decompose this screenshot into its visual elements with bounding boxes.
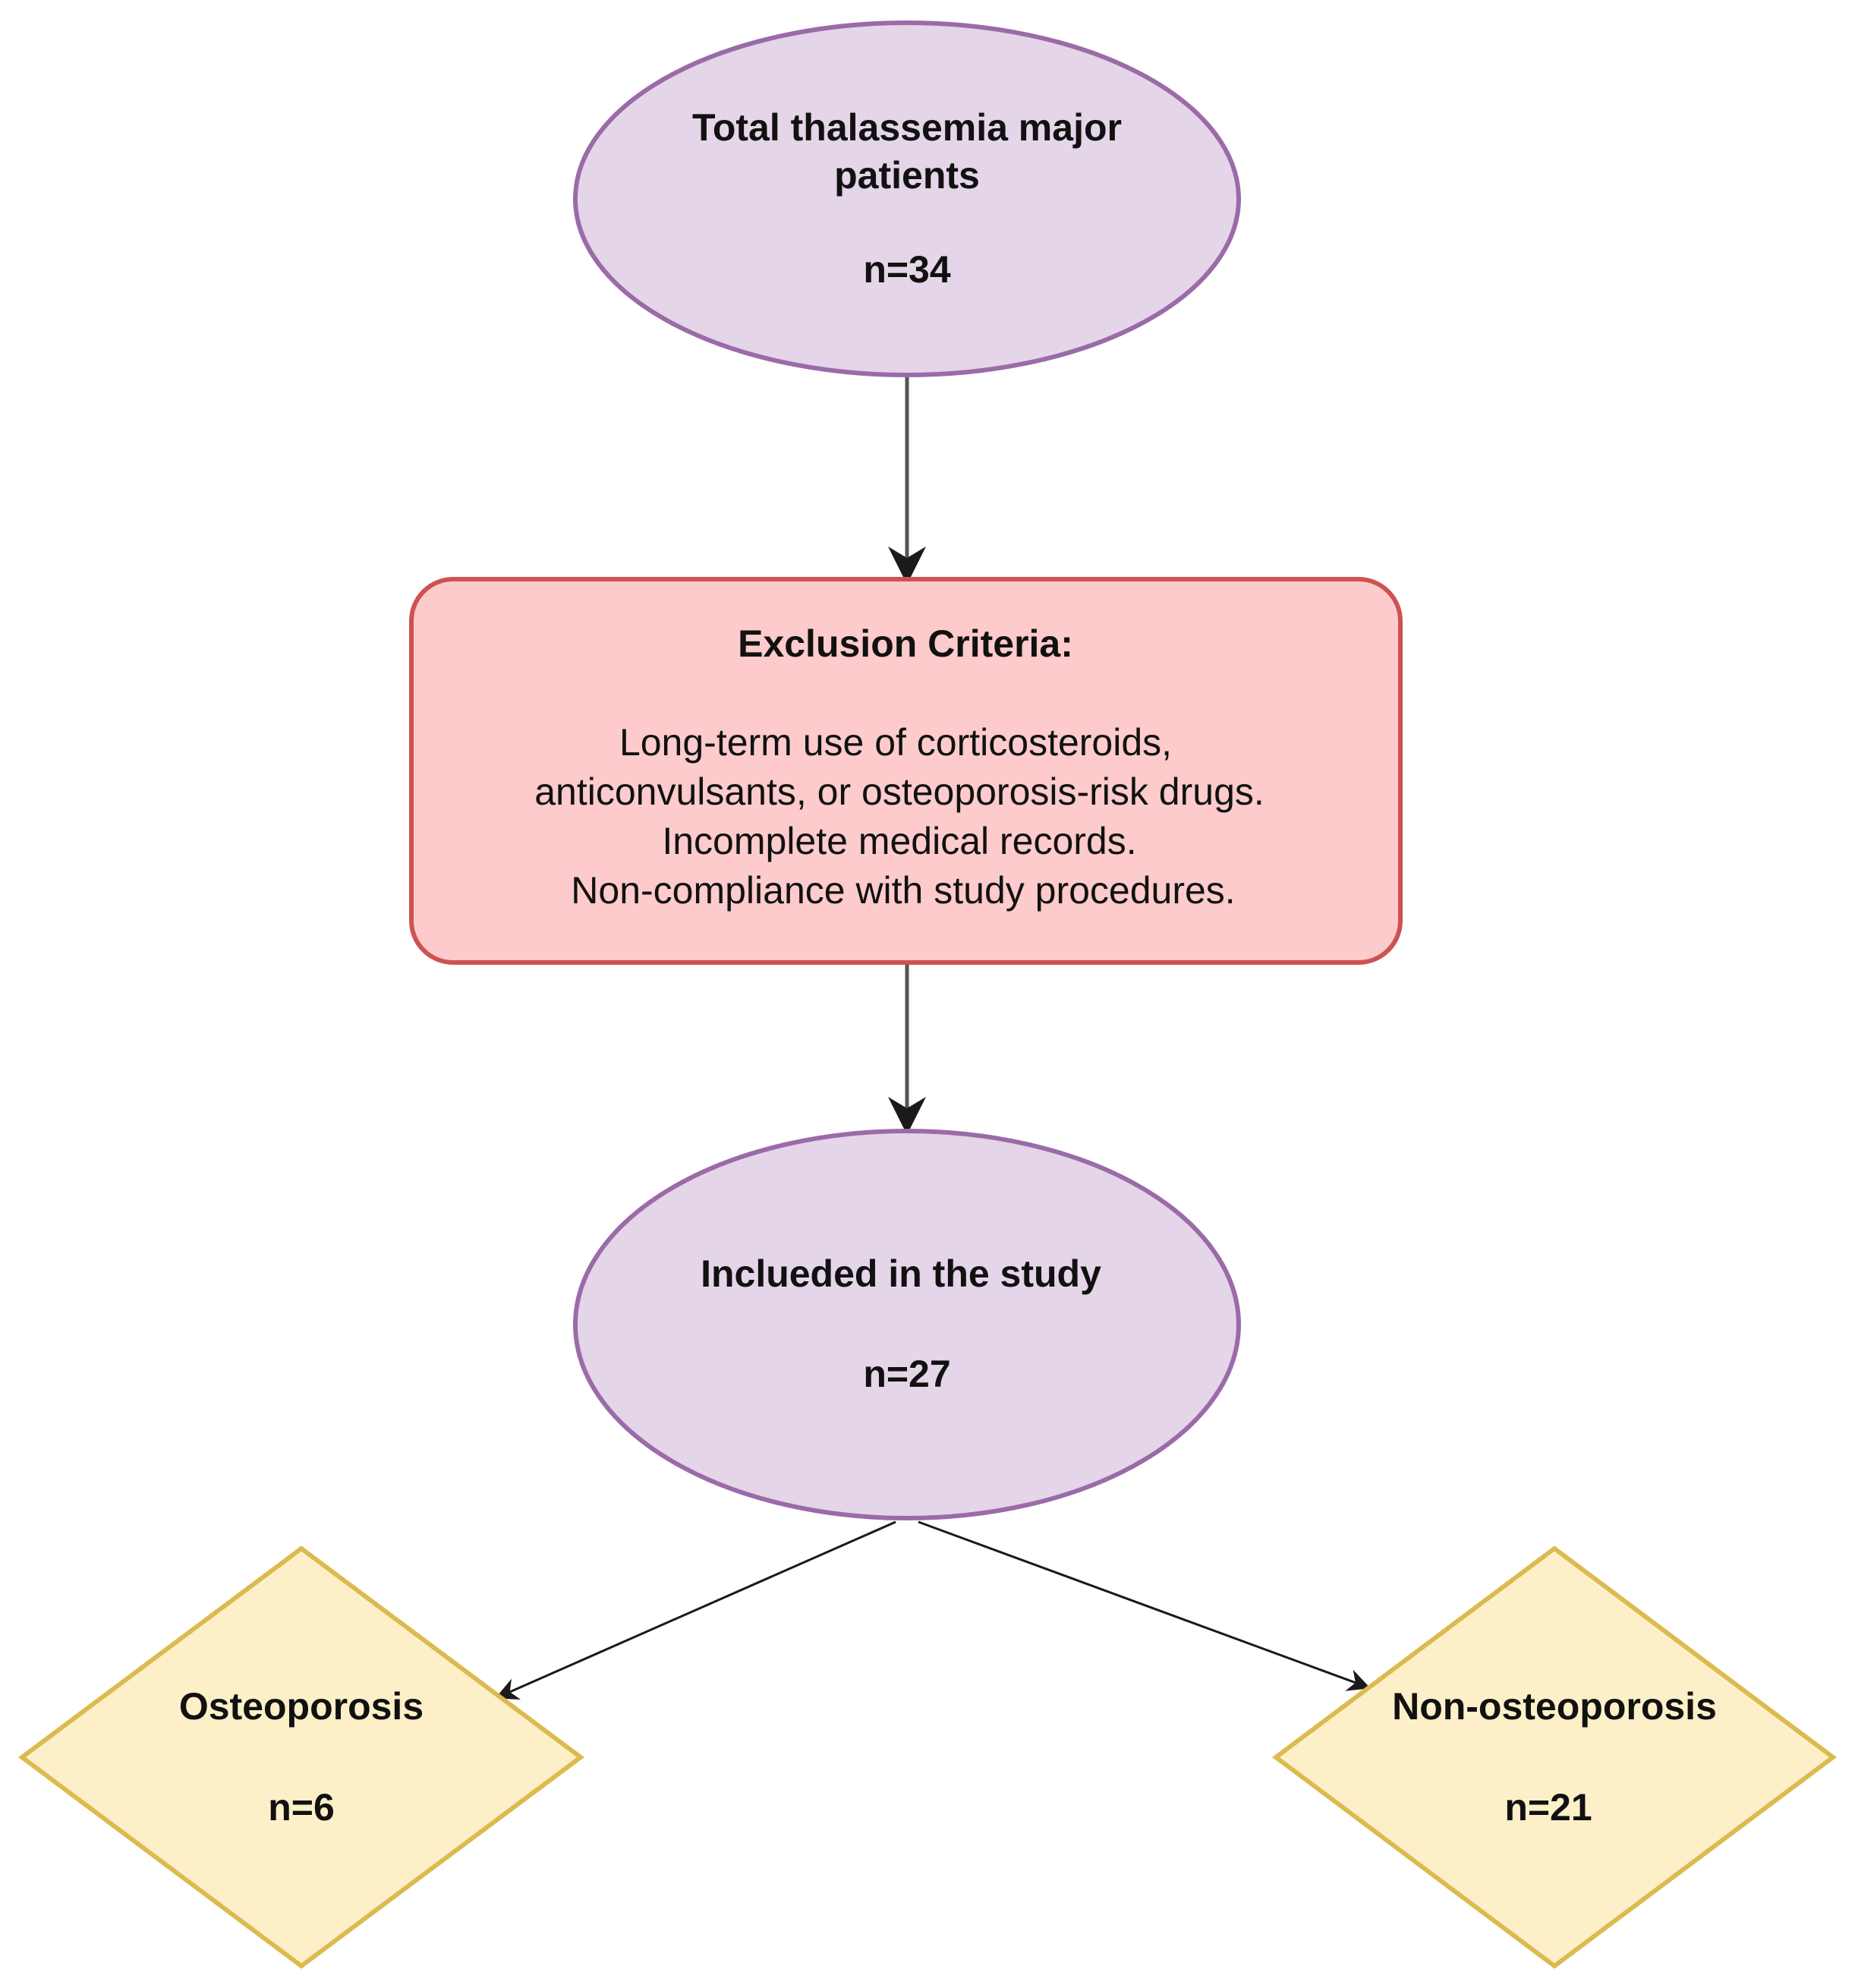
node-included: Inclueded in the study n=27 <box>573 1129 1241 1520</box>
non-osteoporosis-title: Non-osteoporosis <box>1392 1685 1717 1728</box>
node-non-osteoporosis: Non-osteoporosis n=21 <box>1271 1545 1838 1969</box>
exclusion-criteria-line-1: Long-term use of corticosteroids, <box>619 721 1172 764</box>
total-patients-ellipse <box>573 20 1241 377</box>
included-ellipse <box>573 1129 1241 1520</box>
exclusion-criteria-line-4: Non-compliance with study procedures. <box>571 869 1235 912</box>
node-exclusion-criteria: Exclusion Criteria: Long-term use of cor… <box>409 577 1403 965</box>
exclusion-criteria-line-3: Incomplete medical records. <box>662 820 1136 862</box>
exclusion-criteria-line-2: anticonvulsants, or osteoporosis-risk dr… <box>534 770 1264 813</box>
total-patients-title-line1: Total thalassemia major <box>692 106 1122 149</box>
node-osteoporosis: Osteoporosis n=6 <box>17 1545 585 1969</box>
non-osteoporosis-count: n=21 <box>1504 1786 1592 1829</box>
node-total-patients: Total thalassemia major patients n=34 <box>573 20 1241 377</box>
osteoporosis-count: n=6 <box>268 1786 335 1829</box>
arrow-included-to-non-osteoporosis <box>918 1520 1371 1691</box>
exclusion-criteria-title: Exclusion Criteria: <box>738 622 1073 665</box>
total-patients-count: n=34 <box>863 248 951 291</box>
osteoporosis-diamond <box>17 1545 585 1969</box>
included-title: Inclueded in the study <box>701 1252 1101 1295</box>
arrow-included-to-osteoporosis <box>495 1520 896 1700</box>
non-osteoporosis-diamond <box>1271 1545 1838 1969</box>
total-patients-title-line2: patients <box>834 154 980 197</box>
included-count: n=27 <box>863 1353 950 1395</box>
exclusion-criteria-box <box>409 577 1403 965</box>
osteoporosis-title: Osteoporosis <box>179 1685 424 1728</box>
